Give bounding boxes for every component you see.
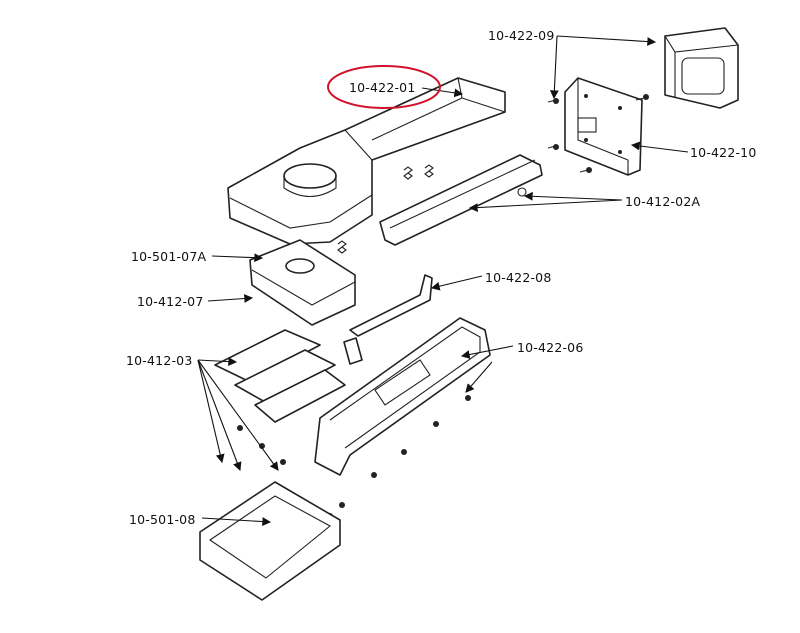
- pad-set-part: [214, 329, 346, 423]
- label-10-412-07: 10-412-07: [137, 294, 204, 309]
- label-10-501-07a: 10-501-07A: [131, 249, 207, 264]
- tray-part: [199, 481, 341, 601]
- label-10-422-09: 10-422-09: [488, 28, 555, 43]
- label-10-422-01: 10-422-01: [349, 80, 416, 95]
- arm-housing-part: [227, 77, 506, 245]
- label-10-422-08: 10-422-08: [485, 270, 552, 285]
- label-10-422-06: 10-422-06: [517, 340, 584, 355]
- label-10-412-03: 10-412-03: [126, 353, 193, 368]
- highlight-ellipse: [327, 65, 441, 109]
- label-10-422-10: 10-422-10: [690, 145, 757, 160]
- mounting-plate-part: [564, 77, 643, 176]
- rail-bar-part: [379, 154, 543, 246]
- frame-part: [314, 317, 491, 476]
- link-rod-part: [343, 274, 433, 365]
- label-10-501-08: 10-501-08: [129, 512, 196, 527]
- label-10-412-02a: 10-412-02A: [625, 194, 701, 209]
- leader-lines: [197, 35, 689, 526]
- springs: [337, 164, 434, 254]
- contact-block-part: [249, 239, 356, 326]
- cap-part: [664, 27, 739, 109]
- screws-plate: [547, 94, 649, 173]
